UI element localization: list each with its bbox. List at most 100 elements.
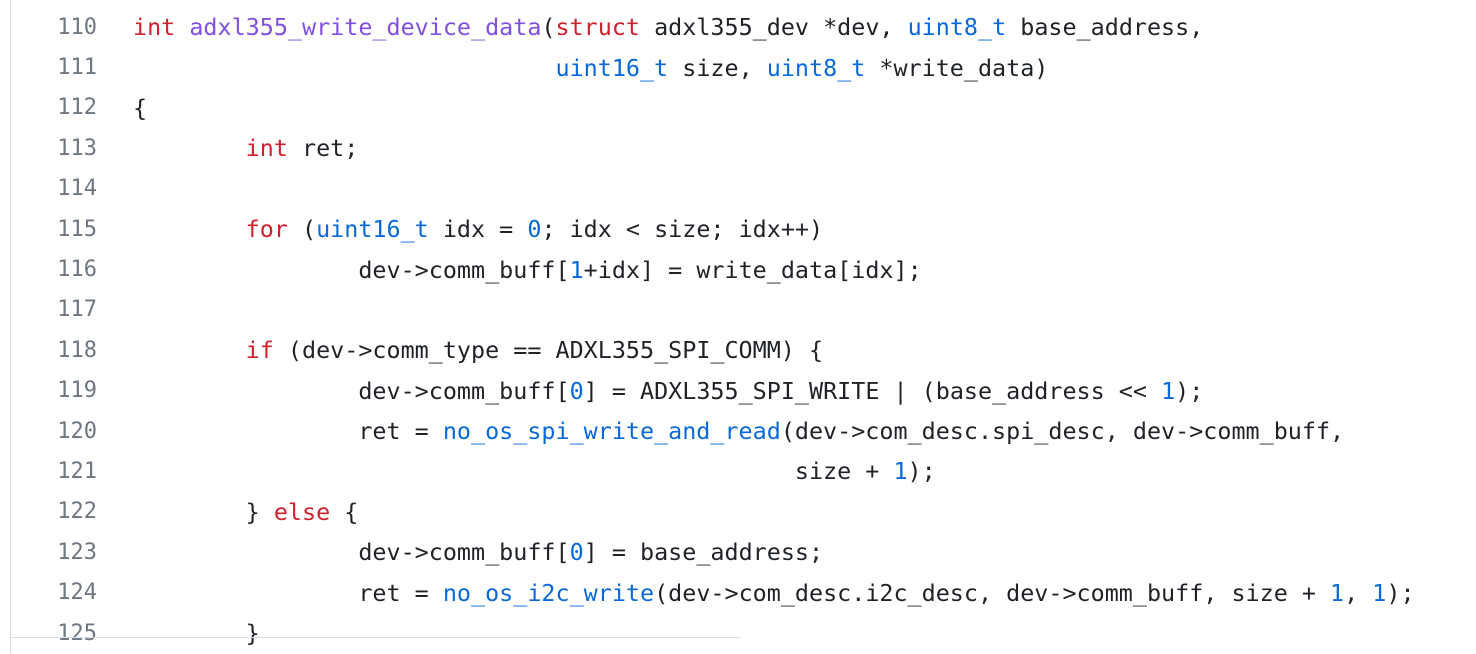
line-number[interactable]: 115 [57,216,97,242]
code-line: 115 for (uint16_t idx = 0; idx < size; i… [0,209,1476,249]
code-token: uint16_t [316,215,429,244]
line-code: dev->comm_buff[0] = ADXL355_SPI_WRITE | … [133,377,1476,405]
code-token: { [133,93,148,122]
code-token: } [133,619,260,648]
code-line: 123 dev->comm_buff[0] = base_address; [0,532,1476,572]
code-token: , [1344,578,1373,607]
line-code: if (dev->comm_type == ADXL355_SPI_COMM) … [133,336,1476,364]
code-token: ); [1175,376,1204,405]
line-number[interactable]: 118 [57,337,97,363]
code-token [133,579,358,607]
code-token: if [245,336,274,365]
code-token: for [245,215,288,244]
code-token: 1 [569,255,584,284]
code-token: 0 [569,376,584,405]
code-token: ( [541,13,556,42]
code-token: size, [668,53,767,82]
line-code: ret = no_os_i2c_write(dev->com_desc.i2c_… [133,579,1476,607]
code-token: base_address, [1006,13,1204,42]
code-line: 118 if (dev->comm_type == ADXL355_SPI_CO… [0,330,1476,370]
line-number[interactable]: 124 [57,580,97,606]
code-line: 122 } else { [0,492,1476,532]
code-token [133,417,358,445]
line-number[interactable]: 122 [57,499,97,525]
gutter-border [10,0,11,654]
code-token [133,377,358,405]
code-token: 1 [1161,376,1176,405]
code-line: 116 dev->comm_buff[1+idx] = write_data[i… [0,249,1476,289]
code-token: } [133,497,274,526]
code-token: ; idx < size; idx++) [541,215,824,244]
code-token: else [273,497,331,526]
code-token: ( [287,215,317,244]
code-token: struct [555,13,641,42]
code-token [133,538,358,566]
code-token: ); [1386,578,1415,607]
line-number[interactable]: 114 [57,176,97,202]
code-line: 117 [0,290,1476,330]
code-token: { [330,497,359,526]
line-number[interactable]: 125 [57,620,97,646]
code-token: 1 [1330,578,1345,607]
code-token: *write_data) [865,53,1049,82]
code-token: (dev->com_desc.i2c_desc, dev->comm_buff,… [654,578,1331,607]
code-token: no_os_i2c_write [442,578,655,607]
code-token: 1 [893,457,908,486]
code-line: 121 size + 1); [0,451,1476,491]
line-code: uint16_t size, uint8_t *write_data) [133,54,1476,82]
code-token: uint8_t [907,13,1007,42]
code-token: 0 [527,215,542,244]
code-line: 119 dev->comm_buff[0] = ADXL355_SPI_WRIT… [0,371,1476,411]
line-number[interactable]: 111 [57,55,97,81]
line-code: ret = no_os_spi_write_and_read(dev->com_… [133,417,1476,445]
code-token: ); [907,457,936,486]
code-token: dev->comm_buff[ [358,538,570,567]
code-token [133,215,246,243]
line-code: for (uint16_t idx = 0; idx < size; idx++… [133,215,1476,243]
code-line: 124 ret = no_os_i2c_write(dev->com_desc.… [0,572,1476,612]
section-divider [10,637,740,638]
code-line: 120 ret = no_os_spi_write_and_read(dev->… [0,411,1476,451]
code-token: dev->comm_buff[ [358,376,570,405]
code-token: ret = [358,578,443,607]
line-number[interactable]: 116 [57,257,97,283]
code-token: int [133,13,176,42]
line-number[interactable]: 112 [57,95,97,121]
code-token: ret = [358,417,443,446]
code-line: 112 { [0,88,1476,128]
code-line: 110 int adxl355_write_device_data(struct… [0,7,1476,47]
line-code: dev->comm_buff[0] = base_address; [133,538,1476,566]
code-token: uint8_t [766,53,866,82]
line-code: } else { [133,498,1476,526]
code-token: ] = ADXL355_SPI_WRITE | (base_address << [583,376,1162,405]
line-code: int ret; [133,134,1476,162]
line-code: } [133,619,1476,647]
code-line: 125 } [0,613,1476,653]
line-number[interactable]: 110 [57,14,97,40]
line-code: { [133,94,1476,122]
code-token: (dev->com_desc.spi_desc, dev->comm_buff, [780,417,1345,446]
code-token [133,336,246,364]
code-token: size + [794,457,894,486]
line-number[interactable]: 117 [57,297,97,323]
code-token: (dev->comm_type == ADXL355_SPI_COMM) { [273,336,824,365]
code-token: adxl355_write_device_data [189,13,542,42]
code-line: 113 int ret; [0,128,1476,168]
line-number[interactable]: 121 [57,458,97,484]
code-token [133,54,555,82]
code-token: ret; [287,134,359,163]
line-number[interactable]: 113 [57,135,97,161]
line-number[interactable]: 120 [57,418,97,444]
code-token: no_os_spi_write_and_read [442,417,781,446]
code-token [133,134,246,162]
code-line: 114 [0,169,1476,209]
line-number[interactable]: 123 [57,539,97,565]
code-token: dev->comm_buff[ [358,255,570,284]
line-number[interactable]: 119 [57,378,97,404]
line-code: int adxl355_write_device_data(struct adx… [133,13,1476,41]
code-token: int [245,134,288,163]
code-token: 0 [569,538,584,567]
line-code: dev->comm_buff[1+idx] = write_data[idx]; [133,256,1476,284]
code-token: 1 [1372,578,1387,607]
